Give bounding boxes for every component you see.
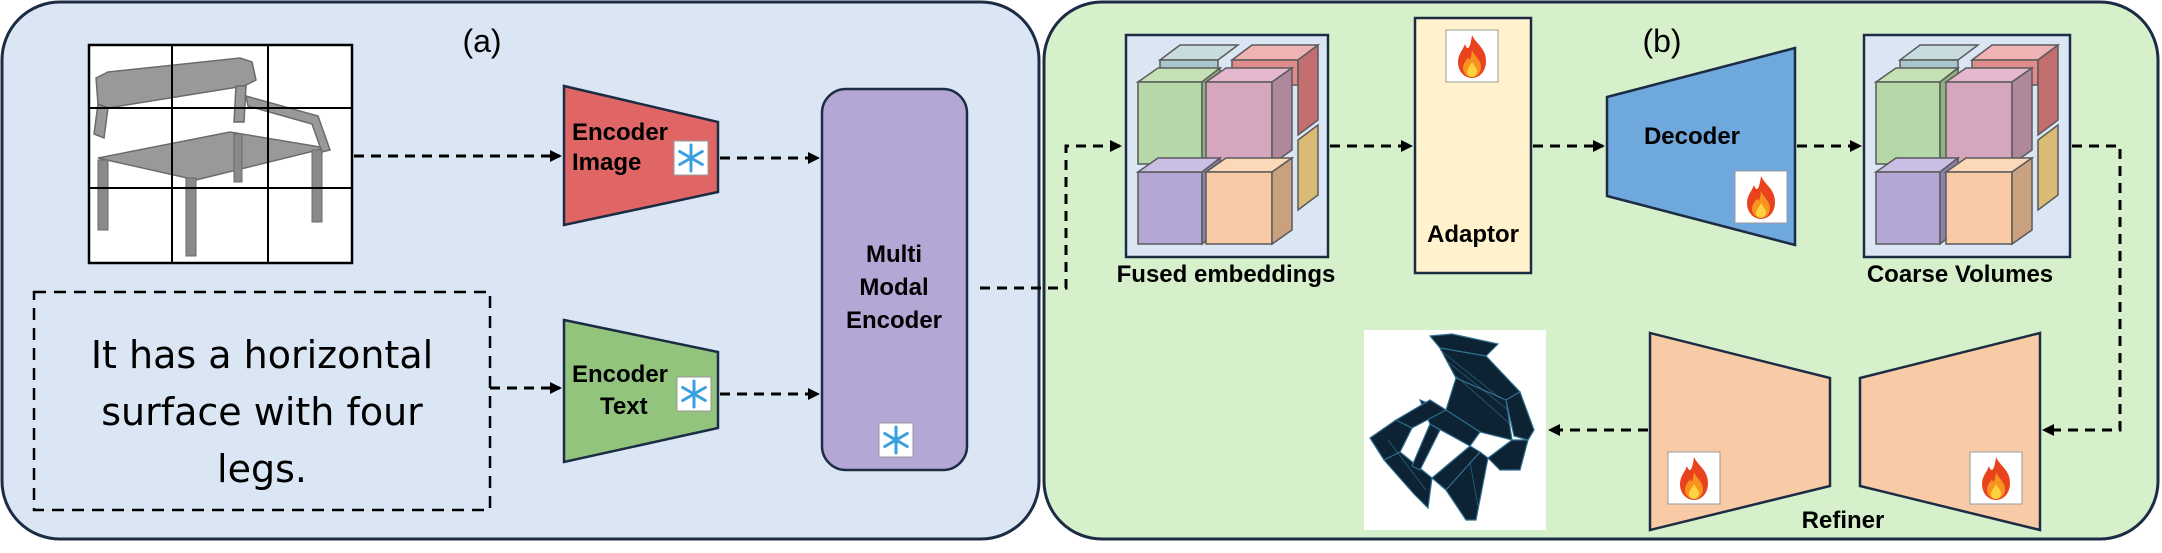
adaptor-label: Adaptor: [1427, 221, 1519, 248]
image-encoder-label-1: Encoder: [572, 119, 668, 146]
fused-embeddings-cubes: [1124, 33, 1330, 259]
text-encoder-block: [562, 318, 720, 464]
decoder-label: Decoder: [1644, 123, 1740, 150]
coarse-volumes-label: Coarse Volumes: [1867, 261, 2053, 288]
panel-b-arrows: [1330, 140, 2122, 436]
input-chair-image: [87, 43, 354, 265]
refiner-label: Refiner: [1802, 507, 1885, 534]
image-encoder-snowflake-icon: [672, 139, 710, 177]
multimodal-label-1: Multi: [866, 241, 922, 268]
text-encoder-label-2: Text: [600, 393, 648, 420]
text-encoder-snowflake-icon: [675, 375, 713, 413]
decoder-fire-icon: [1734, 170, 1788, 224]
prompt-line-2: surface with four: [101, 390, 423, 434]
panel-a-label: (a): [462, 23, 501, 59]
fused-embeddings-label: Fused embeddings: [1117, 261, 1336, 288]
adaptor-fire-icon: [1445, 29, 1499, 83]
image-encoder-label-2: Image: [572, 149, 641, 176]
multimodal-label-3: Encoder: [846, 307, 942, 334]
prompt-line-1: It has a horizontal: [91, 333, 433, 377]
multimodal-label-2: Modal: [859, 274, 928, 301]
refiner-left-fire-icon: [1667, 451, 1721, 505]
coarse-volumes-cubes: [1862, 33, 2072, 259]
refiner-right-fire-icon: [1969, 451, 2023, 505]
multimodal-encoder-block: [820, 87, 969, 472]
text-encoder-label-1: Encoder: [572, 361, 668, 388]
panel-a-arrows: [354, 140, 1122, 400]
prompt-line-3: legs.: [217, 447, 307, 491]
panel-b-label: (b): [1642, 23, 1681, 59]
image-encoder-block: [562, 84, 720, 227]
text-prompt-box: [32, 290, 492, 512]
multimodal-snowflake-icon: [877, 421, 915, 459]
output-voxel-chair: [1364, 330, 1546, 530]
